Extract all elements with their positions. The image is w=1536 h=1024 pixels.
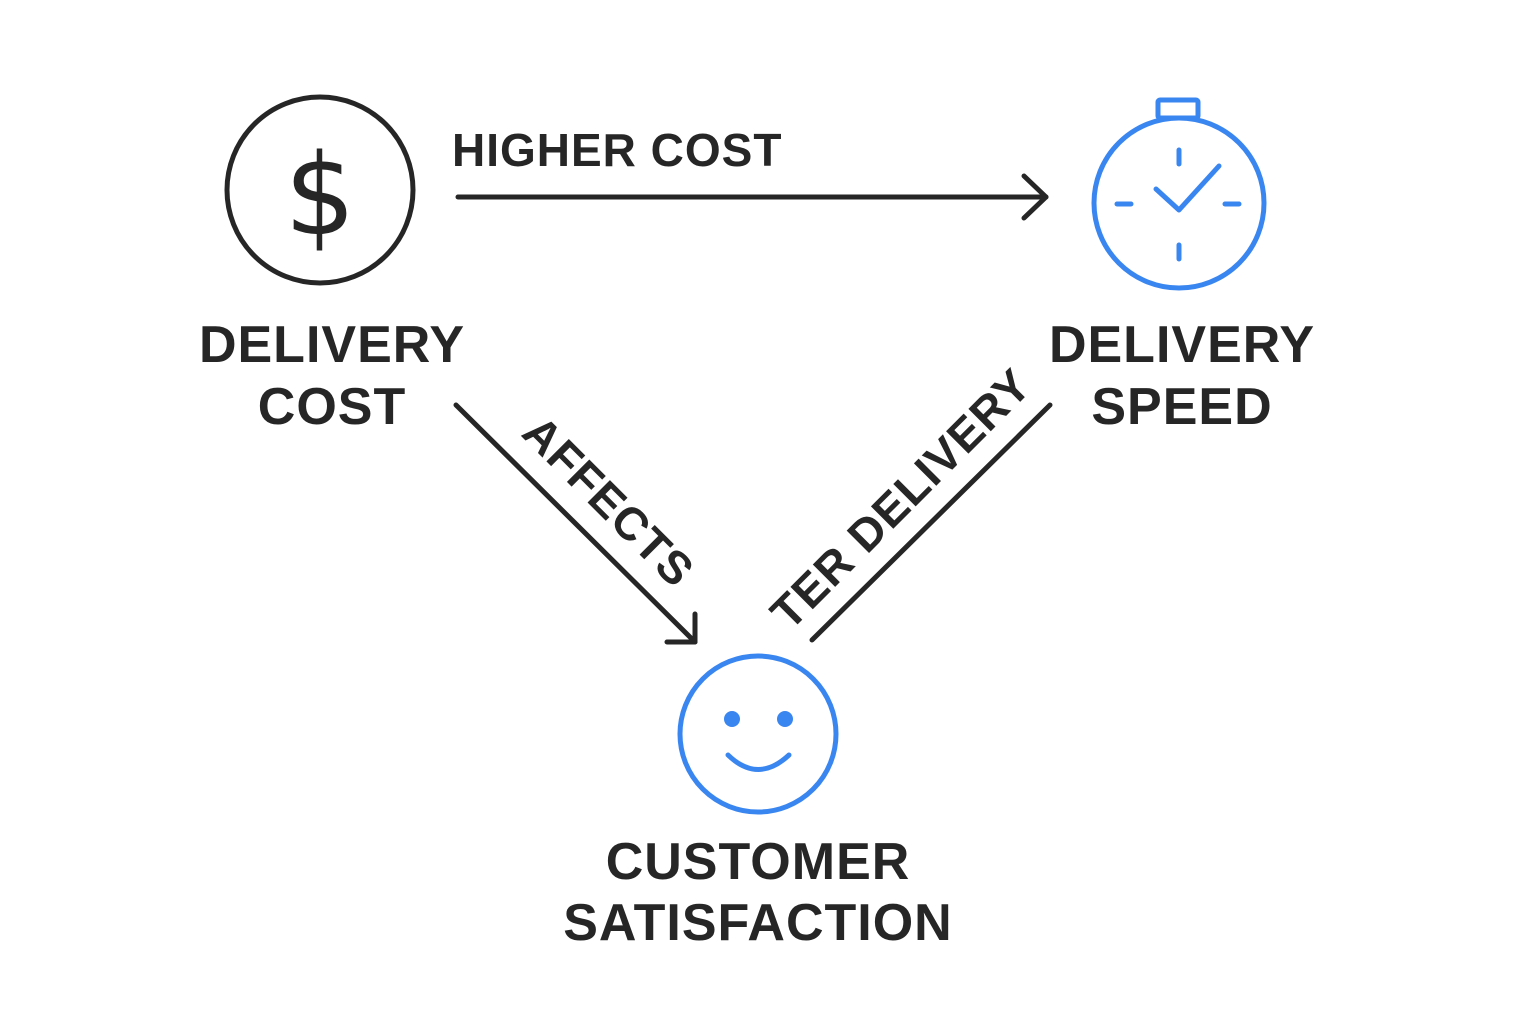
stopwatch-icon bbox=[1091, 97, 1267, 291]
edge-cost-to-satisfaction-label: AFFECTS bbox=[513, 405, 705, 597]
dollar-coin-icon: $ bbox=[224, 94, 416, 286]
smiley-face-icon bbox=[677, 653, 839, 815]
edge-speed-to-satisfaction-line bbox=[809, 402, 1053, 643]
edge-cost-to-speed bbox=[455, 173, 1049, 221]
edge-speed-to-satisfaction bbox=[809, 402, 1053, 643]
delivery-speed-label-line1: DELIVERY bbox=[1049, 316, 1315, 374]
edge-cost-to-speed-label: HIGHER COST bbox=[452, 124, 782, 176]
delivery-cost-label-line1: DELIVERY bbox=[199, 316, 465, 374]
customer-satisfaction-label-line2: SATISFACTION bbox=[563, 894, 952, 952]
delivery-speed-label-line2: SPEED bbox=[1091, 378, 1272, 436]
delivery-cost-label-line2: COST bbox=[258, 378, 406, 436]
arrowhead-down-right-icon bbox=[664, 611, 698, 645]
edge-cost-to-satisfaction-line bbox=[453, 402, 698, 645]
edge-cost-to-satisfaction bbox=[453, 402, 698, 645]
delivery-cost-node: $ DELIVERY COST bbox=[199, 94, 465, 436]
customer-satisfaction-node: CUSTOMER SATISFACTION bbox=[563, 653, 952, 952]
customer-satisfaction-label-line1: CUSTOMER bbox=[606, 833, 911, 891]
dollar-symbol: $ bbox=[284, 131, 355, 261]
delivery-speed-node: DELIVERY SPEED bbox=[1049, 97, 1315, 436]
arrowhead-right-icon bbox=[1021, 173, 1049, 221]
edge-speed-to-satisfaction-label: TER DELIVERY bbox=[760, 358, 1041, 639]
